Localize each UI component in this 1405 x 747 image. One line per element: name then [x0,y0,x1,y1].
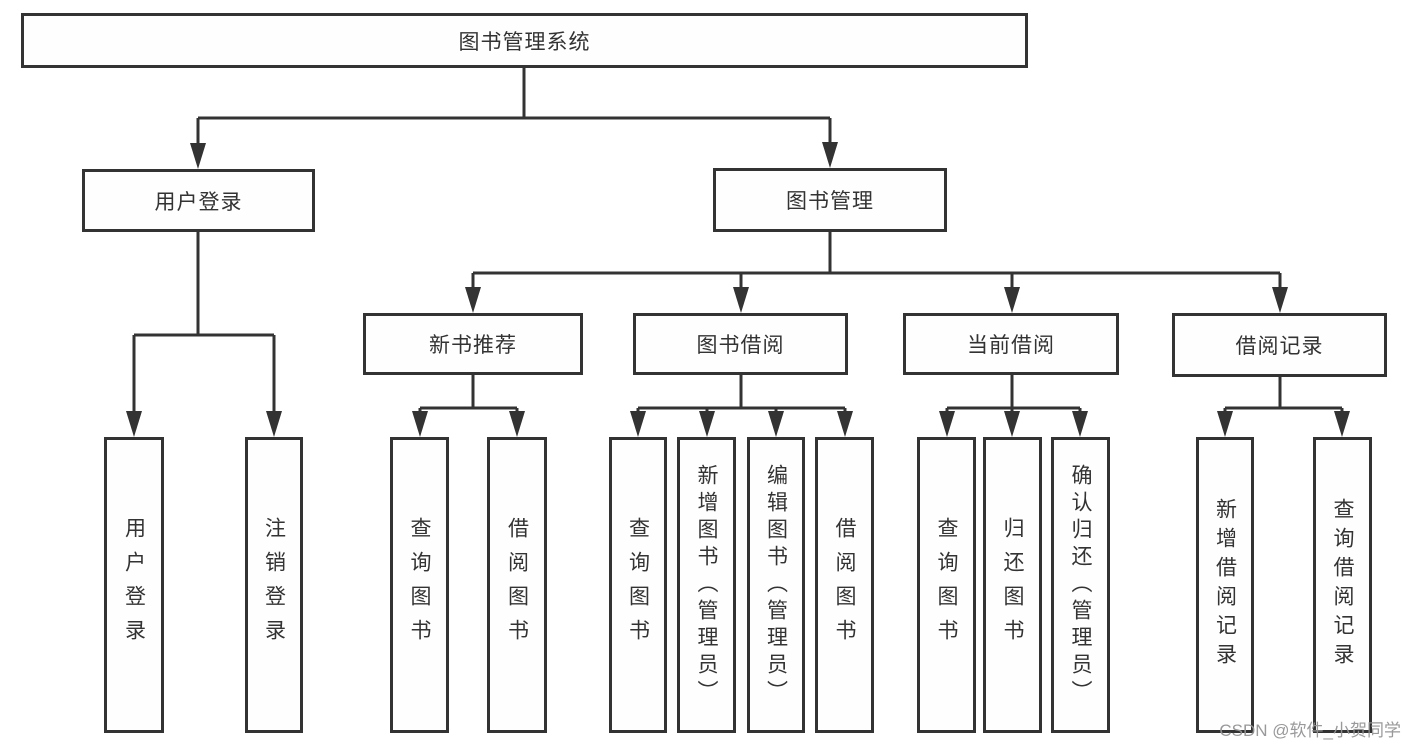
leaf-user-login-label: 用户登录 [122,517,146,653]
node-borrow-records: 借阅记录 [1172,313,1387,377]
connector-newbookrec-to-leaves [412,375,525,437]
leaf-newbook-query-books: 查询图书 [390,437,449,733]
node-root: 图书管理系统 [21,13,1028,68]
leaf-borrow-borrow-books-label: 借阅图书 [833,517,856,653]
node-user-login: 用户登录 [82,169,315,232]
leaf-records-query-record-label: 查询借阅记录 [1331,498,1354,672]
connector-currentborrow-to-leaves [939,375,1088,437]
leaf-borrow-query-books-label: 查询图书 [626,517,650,653]
leaf-current-query-books: 查询图书 [917,437,976,733]
leaf-newbook-borrow-books: 借阅图书 [487,437,547,733]
leaf-borrow-borrow-books: 借阅图书 [815,437,874,733]
leaf-records-add-record: 新增借阅记录 [1196,437,1254,733]
leaf-borrow-add-books-admin-label: 新增图书（管理员） [695,463,718,707]
connector-bookborrow-to-leaves [630,375,853,437]
leaf-borrow-edit-books-admin: 编辑图书（管理员） [747,437,805,733]
leaf-logout: 注销登录 [245,437,303,733]
node-book-mgmt: 图书管理 [713,168,947,232]
node-current-borrow: 当前借阅 [903,313,1119,375]
leaf-newbook-query-books-label: 查询图书 [408,517,431,653]
node-new-book-rec: 新书推荐 [363,313,583,375]
node-book-borrow-label: 图书借阅 [696,334,785,357]
leaf-user-login: 用户登录 [104,437,164,733]
node-root-label: 图书管理系统 [458,30,591,54]
connector-userlogin-to-leaves [126,232,282,437]
leaf-borrow-query-books: 查询图书 [609,437,667,733]
node-new-book-rec-label: 新书推荐 [429,334,517,357]
connector-bookmgmt-to-level3 [465,232,1288,313]
node-user-login-label: 用户登录 [154,190,243,214]
node-current-borrow-label: 当前借阅 [967,334,1055,357]
leaf-current-query-books-label: 查询图书 [935,517,958,653]
leaf-current-confirm-return-admin: 确认归还（管理员） [1051,437,1110,733]
leaf-borrow-edit-books-admin-label: 编辑图书（管理员） [764,463,788,707]
node-book-borrow: 图书借阅 [633,313,848,375]
leaf-current-return-books: 归还图书 [983,437,1042,733]
leaf-current-return-books-label: 归还图书 [1001,517,1024,653]
leaf-records-query-record: 查询借阅记录 [1313,437,1372,733]
leaf-borrow-add-books-admin: 新增图书（管理员） [677,437,736,733]
csdn-watermark: CSDN @软件_小贺同学 [1219,721,1401,740]
node-book-mgmt-label: 图书管理 [786,190,874,213]
node-borrow-records-label: 借阅记录 [1235,335,1324,358]
leaf-logout-label: 注销登录 [262,517,286,653]
leaf-newbook-borrow-books-label: 借阅图书 [505,517,529,653]
connector-root-to-level2 [190,68,838,169]
leaf-current-confirm-return-admin-label: 确认归还（管理员） [1069,463,1092,707]
leaf-records-add-record-label: 新增借阅记录 [1213,498,1237,672]
connector-borrowrecords-to-leaves [1217,375,1350,437]
